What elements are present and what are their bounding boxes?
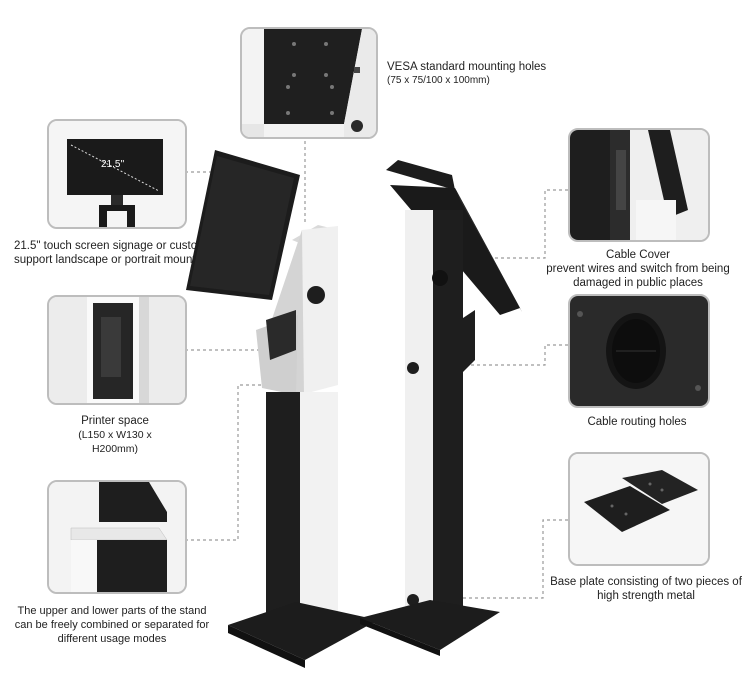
screen-caption-line2: support landscape or portrait mounting (14, 254, 211, 266)
screen-caption: 21.5" touch screen signage or custom, su… (14, 239, 211, 267)
modular-caption-line3: different usage modes (57, 633, 167, 645)
cable-holes-inset (568, 294, 710, 408)
cable-holes-caption: Cable routing holes (575, 415, 699, 429)
printer-inset (47, 295, 187, 405)
vesa-caption-line2: (75 x 75/100 x 100mm) (387, 75, 490, 86)
printer-caption-line1: Printer space (81, 415, 149, 427)
base-plate-icon (570, 454, 708, 564)
cable-cover-image (570, 130, 708, 240)
base-plate-caption-line2: high strength metal (597, 590, 695, 602)
modular-caption: The upper and lower parts of the stand c… (14, 604, 210, 646)
vesa-inset (240, 27, 378, 139)
touch-screen-icon: 21.5'' (49, 121, 185, 227)
vesa-caption-line1: VESA standard mounting holes (387, 61, 547, 73)
screen-size-label: 21.5'' (101, 159, 124, 170)
left-kiosk-stand (186, 150, 378, 668)
base-plate-caption: Base plate consisting of two pieces of h… (548, 575, 744, 603)
cable-cover-caption: Cable Cover prevent wires and switch fro… (545, 248, 731, 290)
cable-hole-image (570, 296, 708, 406)
cable-cover-caption-line1: Cable Cover (606, 249, 670, 261)
printer-caption-line2: (L150 x W130 x H200mm) (78, 429, 152, 455)
screen-inset: 21.5'' (47, 119, 187, 229)
cable-cover-caption-line2: prevent wires and switch from being (546, 263, 730, 275)
base-plate-caption-line1: Base plate consisting of two pieces of (550, 576, 742, 588)
modular-stand-image (49, 482, 185, 592)
cable-cover-inset (568, 128, 710, 242)
cable-cover-caption-line3: damaged in public places (573, 277, 703, 289)
modular-inset (47, 480, 187, 594)
printer-space-image (49, 297, 185, 403)
base-plate-inset (568, 452, 710, 566)
vesa-mount-image (242, 29, 376, 137)
vesa-caption: VESA standard mounting holes (75 x 75/10… (387, 60, 546, 88)
modular-caption-line1: The upper and lower parts of the stand (17, 605, 207, 617)
right-kiosk-stand (360, 160, 522, 656)
cable-holes-caption-line1: Cable routing holes (587, 416, 687, 428)
modular-caption-line2: can be freely combined or separated for (14, 619, 210, 631)
printer-caption: Printer space (L150 x W130 x H200mm) (60, 414, 170, 456)
screen-caption-line1: 21.5" touch screen signage or custom, (14, 240, 210, 252)
